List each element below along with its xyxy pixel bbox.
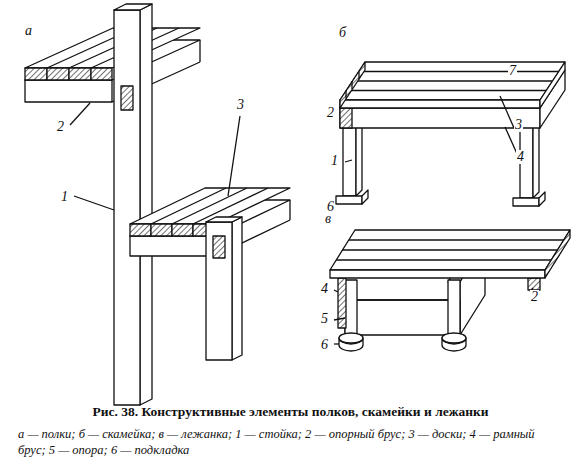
callout-number: 3 [514, 118, 523, 132]
callout-number: 2 [56, 120, 65, 134]
callout-number: 4 [320, 282, 329, 296]
panel-letter: а [24, 24, 33, 38]
panel-letter: б [338, 26, 347, 40]
callout-number: 2 [530, 290, 539, 304]
callout-number: 5 [320, 312, 329, 326]
callout-number: 6 [320, 338, 329, 352]
callout-number: 7 [508, 64, 517, 78]
bench-drawing [336, 62, 565, 210]
shelves-drawing [25, 4, 290, 405]
figure-caption: Рис. 38. Конструктивные элементы полков,… [18, 404, 563, 420]
callout-number: 4 [516, 150, 525, 164]
lounger-drawing [330, 230, 570, 351]
panel-letter: в [324, 212, 332, 226]
callout-number: 2 [326, 106, 335, 120]
callout-number: 1 [60, 190, 69, 204]
callout-number: 1 [330, 154, 339, 168]
legend-text: а — полки; б — скамейка; в — лежанка; 1 … [18, 426, 563, 458]
callout-number: 3 [236, 98, 245, 112]
